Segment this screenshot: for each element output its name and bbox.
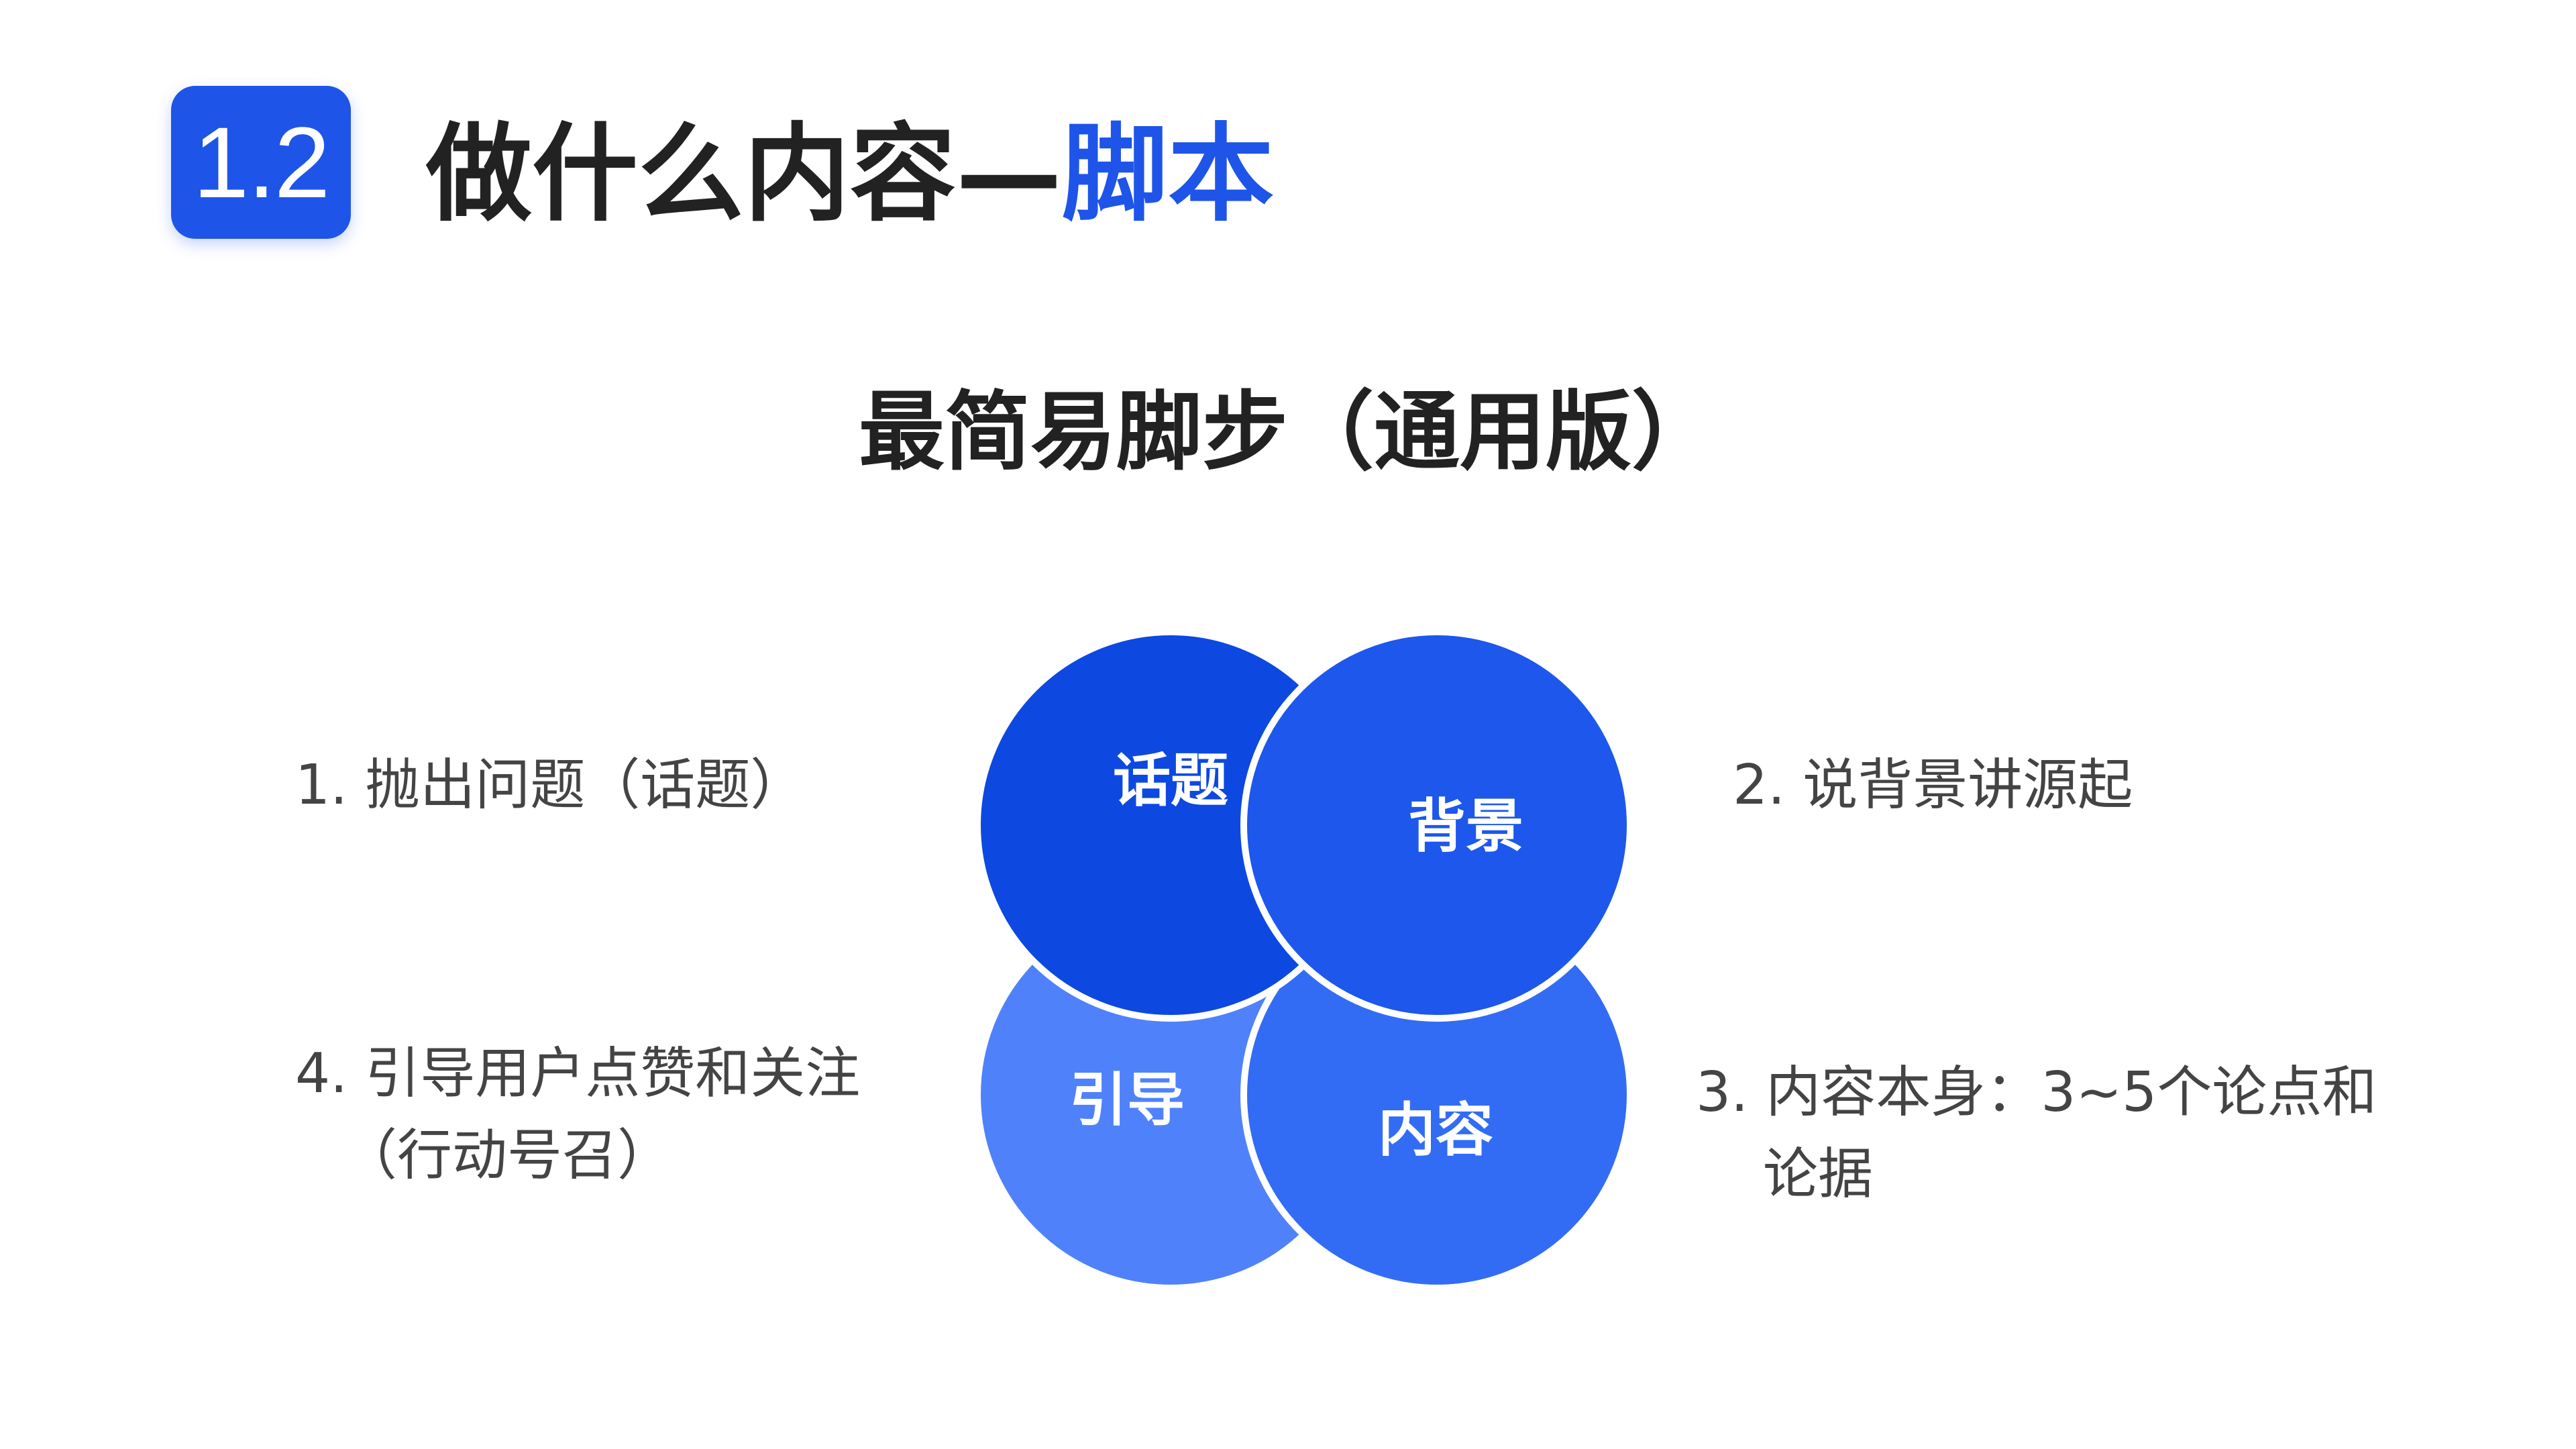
page-title-main: 做什么内容—	[426, 112, 1062, 236]
step-3-line-2: 论据	[1763, 1142, 1874, 1206]
circle-label-background: 背景	[1408, 793, 1523, 860]
step-4-line-1: 4. 引导用户点赞和关注	[295, 1042, 861, 1106]
step-4-text: 4. 引导用户点赞和关注 （行动号召）	[295, 1033, 860, 1197]
step-2-text: 2. 说背景讲源起	[1733, 753, 2133, 817]
page-title-accent: 脚本	[1062, 112, 1274, 236]
section-number-badge: 1.2	[171, 86, 351, 239]
section-subtitle: 最简易脚步（通用版）	[858, 382, 1717, 482]
step-3-line-1: 3. 内容本身：3~5个论点和	[1696, 1061, 2377, 1124]
circle-label-content: 内容	[1378, 1097, 1493, 1164]
circle-label-guide: 引导	[1069, 1067, 1185, 1134]
circle-background	[1240, 629, 1633, 1022]
step-1-text: 1. 抛出问题（话题）	[295, 753, 806, 817]
section-number: 1.2	[193, 105, 331, 219]
page-title: 做什么内容—脚本	[426, 94, 1274, 236]
circle-label-topic: 话题	[1113, 747, 1228, 814]
step-4-line-2: （行动号召）	[342, 1124, 673, 1187]
step-3-text: 3. 内容本身：3~5个论点和 论据	[1696, 1052, 2377, 1216]
